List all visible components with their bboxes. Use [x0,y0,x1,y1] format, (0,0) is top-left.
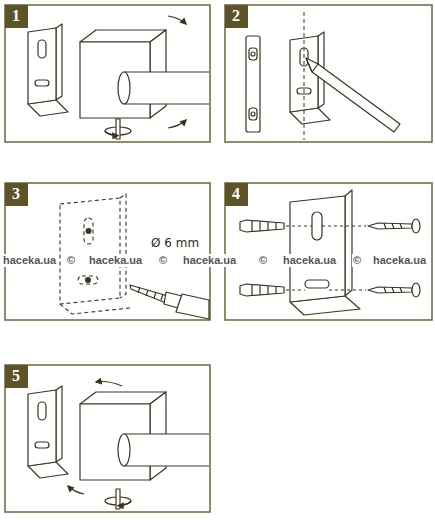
watermark: haceka.ua [88,254,143,267]
step-number: 4 [225,183,247,205]
step-number: 1 [5,5,27,27]
watermark: haceka.ua [282,254,337,267]
watermark: haceka.ua [182,254,237,267]
watermark: haceka.ua [2,254,57,267]
watermark-symbol: © [258,254,268,267]
watermark: haceka.ua [372,254,427,267]
watermark-symbol: © [158,254,168,267]
watermark-symbol: © [352,254,362,267]
step-number: 2 [225,5,247,27]
step-number: 3 [5,183,27,205]
watermark-symbol: © [66,254,76,267]
drill-diameter: Ø 6 mm [150,236,200,250]
step-number: 5 [5,365,27,387]
